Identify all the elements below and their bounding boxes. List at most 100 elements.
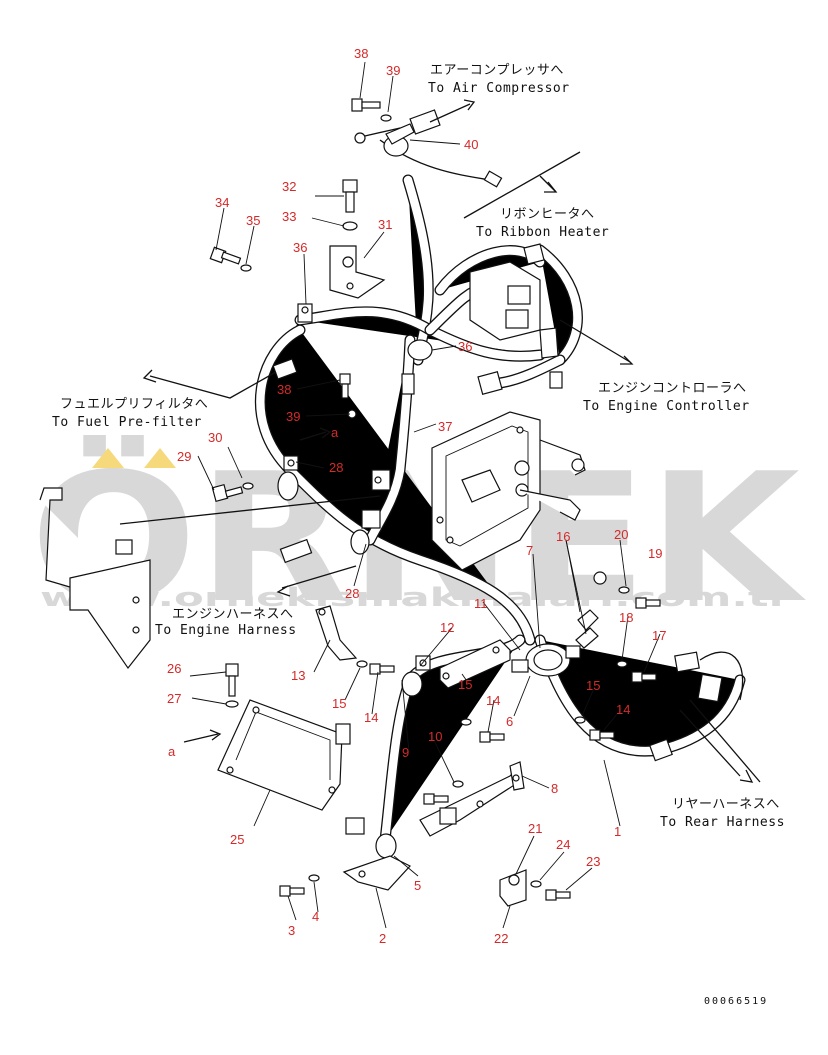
washer-15-c: [574, 716, 586, 724]
bolt-32: [342, 179, 358, 213]
bolt-3: [279, 885, 305, 897]
washer-4: [308, 874, 320, 882]
label-25: 25: [230, 832, 244, 847]
label-38-top: 38: [354, 46, 368, 61]
washer-15-a: [356, 660, 368, 668]
clamp-28-bottom: [350, 469, 391, 555]
label-2: 2: [379, 931, 386, 946]
label-14-c: 14: [616, 702, 630, 717]
rear-harness-jp: リヤーハーネスへ: [672, 797, 780, 812]
label-5: 5: [414, 878, 421, 893]
washer-39-top: [380, 114, 392, 122]
fuel-prefilter-en: To Fuel Pre-filter: [52, 415, 202, 430]
label-36-mid: 36: [458, 339, 472, 354]
bolt-10: [423, 793, 449, 805]
bolt-19: [635, 597, 661, 609]
label-9: 9: [402, 745, 409, 760]
label-29: 29: [177, 449, 191, 464]
label-1: 1: [614, 824, 621, 839]
air-compressor-en: To Air Compressor: [428, 81, 570, 96]
label-23: 23: [586, 854, 600, 869]
plate-11: [439, 639, 511, 689]
washer-15-b: [460, 718, 472, 726]
leader-lines: [189, 61, 661, 929]
washer-20: [618, 586, 630, 594]
label-11: 11: [474, 596, 488, 611]
watermark: ÖRNEK www.ornekismakinalari.com.tr: [30, 435, 807, 642]
clamp-28-top: [277, 455, 299, 501]
washer-10: [452, 780, 464, 788]
plate-25: [217, 699, 351, 811]
label-39-top: 39: [386, 63, 400, 78]
label-28-bottom: 28: [345, 586, 359, 601]
fuel-prefilter-jp: フュエルプリフィルタへ: [60, 397, 208, 412]
label-4: 4: [312, 909, 319, 924]
clamp-6-7: [511, 643, 581, 677]
clamp-36-top: [297, 303, 313, 323]
bolt-34: [209, 246, 242, 265]
label-15-a: 15: [332, 696, 346, 711]
label-22: 22: [494, 931, 508, 946]
label-36-top: 36: [293, 240, 307, 255]
label-15-c: 15: [586, 678, 600, 693]
document-number: 00066519: [704, 996, 768, 1007]
controller-connector-cluster: [469, 243, 563, 396]
left-bracket: [39, 487, 151, 670]
bolt-14-b: [479, 731, 505, 743]
label-14-b: 14: [486, 693, 500, 708]
bracket-13: [315, 605, 358, 661]
clamp-36-mid: [407, 339, 433, 361]
connector-engine-harness: [279, 538, 313, 564]
label-38-mid: 38: [277, 382, 291, 397]
engine-harness-en: To Engine Harness: [155, 623, 297, 638]
bracket-2: [342, 855, 411, 891]
engine-controller-jp: エンジンコントローラへ: [598, 381, 747, 396]
engine-harness-jp: エンジンハーネスへ: [172, 607, 294, 622]
washer-30: [242, 482, 254, 490]
washer-18: [616, 660, 628, 668]
label-21: 21: [528, 821, 542, 836]
label-18: 18: [619, 610, 633, 625]
bracket-31: [329, 245, 386, 299]
label-12: 12: [440, 620, 454, 635]
engine-controller-en: To Engine Controller: [583, 399, 750, 414]
label-15-b: 15: [458, 677, 472, 692]
destination-texts: エアーコンプレッサへ To Air Compressor リボンヒータへ To …: [52, 63, 785, 830]
washer-27: [225, 700, 239, 708]
label-37: 37: [438, 419, 452, 434]
rear-harness-connectors: [649, 651, 744, 762]
bracket-22: [499, 869, 527, 907]
ribbon-heater-jp: リボンヒータへ: [500, 207, 595, 222]
arrow-marker-a-upper: a: [331, 425, 339, 440]
rear-harness-en: To Rear Harness: [660, 815, 785, 830]
watermark-umlaut-dots: [92, 448, 176, 468]
label-17: 17: [652, 628, 666, 643]
bolt-14-c: [589, 729, 615, 741]
label-3: 3: [288, 923, 295, 938]
connector-top-right: [483, 170, 503, 188]
bolt-29: [211, 483, 244, 503]
label-13: 13: [291, 668, 305, 683]
bolt-14-a: [369, 663, 395, 675]
bolt-23: [545, 889, 571, 901]
label-35: 35: [246, 213, 260, 228]
label-24: 24: [556, 837, 570, 852]
label-34: 34: [215, 195, 229, 210]
destination-arrows: [119, 99, 761, 783]
label-31: 31: [378, 217, 392, 232]
label-19: 19: [648, 546, 662, 561]
clamp-5: [345, 817, 397, 859]
label-27: 27: [167, 691, 181, 706]
bracket-8: [419, 761, 525, 837]
watermark-url: www.ornekismakinalari.com.tr: [40, 583, 790, 613]
washer-33: [342, 221, 358, 231]
arrow-marker-a-lower: a: [168, 744, 176, 759]
label-40: 40: [464, 137, 478, 152]
label-8: 8: [551, 781, 558, 796]
label-14-a: 14: [364, 710, 378, 725]
ribbon-heater-en: To Ribbon Heater: [476, 225, 609, 240]
label-30: 30: [208, 430, 222, 445]
part-labels: 38 39 40 32 33 31 34 35 36 36 38 39 37 3…: [167, 46, 666, 946]
label-33: 33: [282, 209, 296, 224]
